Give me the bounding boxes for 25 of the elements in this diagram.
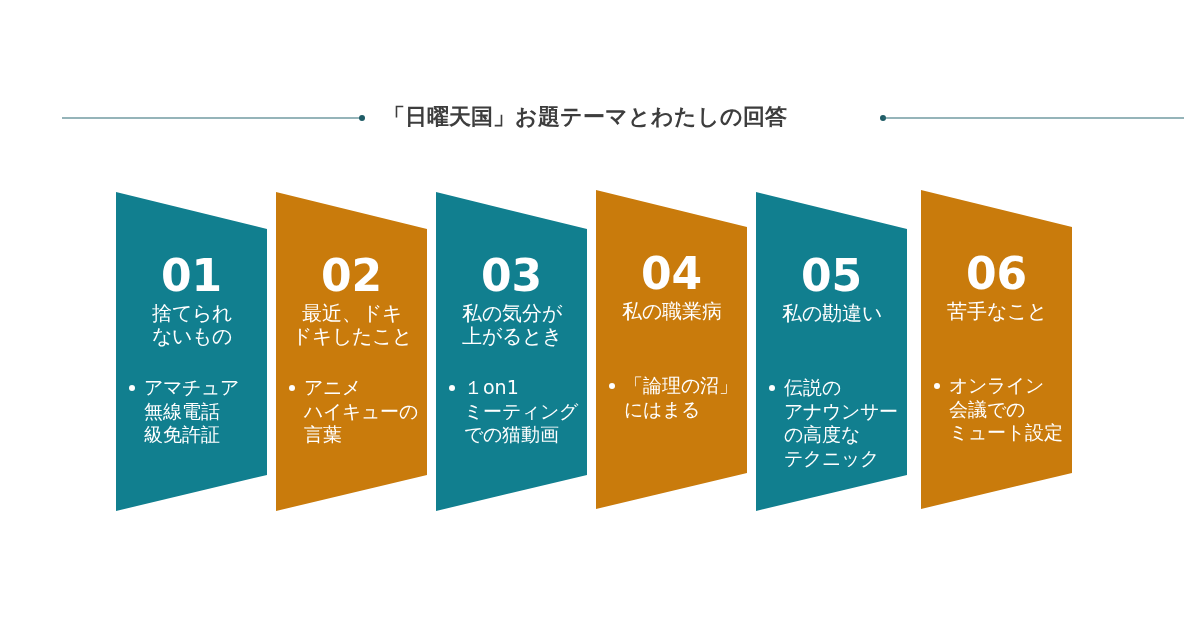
step-heading: 捨てられないもの <box>150 302 233 348</box>
step-number: 02 <box>319 254 384 298</box>
step-panel <box>921 190 1072 509</box>
step-number: 06 <box>964 252 1029 296</box>
step-number: 04 <box>639 252 704 296</box>
step-panel <box>756 192 907 511</box>
step-answer: アニメハイキューの言葉 <box>304 376 418 447</box>
step-number: 03 <box>479 254 544 298</box>
step-answer: アマチュア無線電話級免許証 <box>144 376 239 447</box>
step-panel <box>116 192 267 511</box>
step-heading: 最近、ドキドキしたこと <box>290 302 413 348</box>
step-heading: 苦手なこと <box>945 300 1048 323</box>
step-number: 01 <box>159 254 224 298</box>
step-heading: 私の職業病 <box>620 300 723 323</box>
step-answer: 「論理の沼」にはまる <box>624 374 738 421</box>
step-answer: 伝説のアナウンサーの高度なテクニック <box>784 376 898 470</box>
step-panel <box>276 192 427 511</box>
step-heading: 私の勘違い <box>780 302 883 325</box>
step-number: 05 <box>799 254 864 298</box>
diagram-title: 「日曜天国」お題テーマとわたしの回答 <box>383 103 787 131</box>
step-panel <box>436 192 587 511</box>
step-answer: オンライン会議でのミュート設定 <box>949 374 1063 445</box>
step-heading: 私の気分が上がるとき <box>460 302 563 348</box>
step-answer: １on1ミーティングでの猫動画 <box>464 376 578 447</box>
step-panel <box>596 190 747 509</box>
